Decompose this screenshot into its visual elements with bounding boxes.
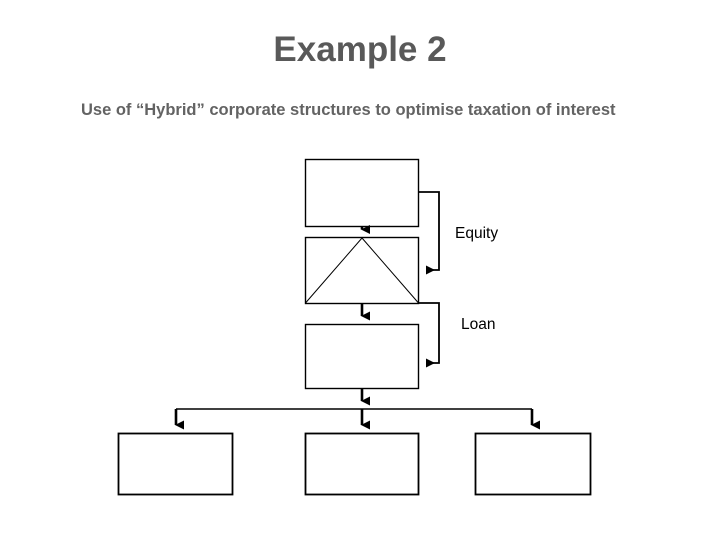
connector-equity — [418, 191, 440, 275]
bottom-center-box — [304, 432, 420, 496]
top-box — [304, 158, 420, 228]
bottom-right-box — [474, 432, 592, 496]
label-equity: Equity — [455, 225, 498, 242]
page-title: Example 2 — [273, 30, 447, 69]
middle-box — [304, 236, 420, 305]
bottom-left-box — [117, 432, 234, 496]
third-box — [304, 323, 420, 390]
connector-loan — [418, 302, 440, 368]
body-paragraph: Use of “Hybrid” corporate structures to … — [81, 101, 616, 119]
middle-box-triangle — [305, 237, 419, 304]
label-loan: Loan — [461, 316, 495, 333]
